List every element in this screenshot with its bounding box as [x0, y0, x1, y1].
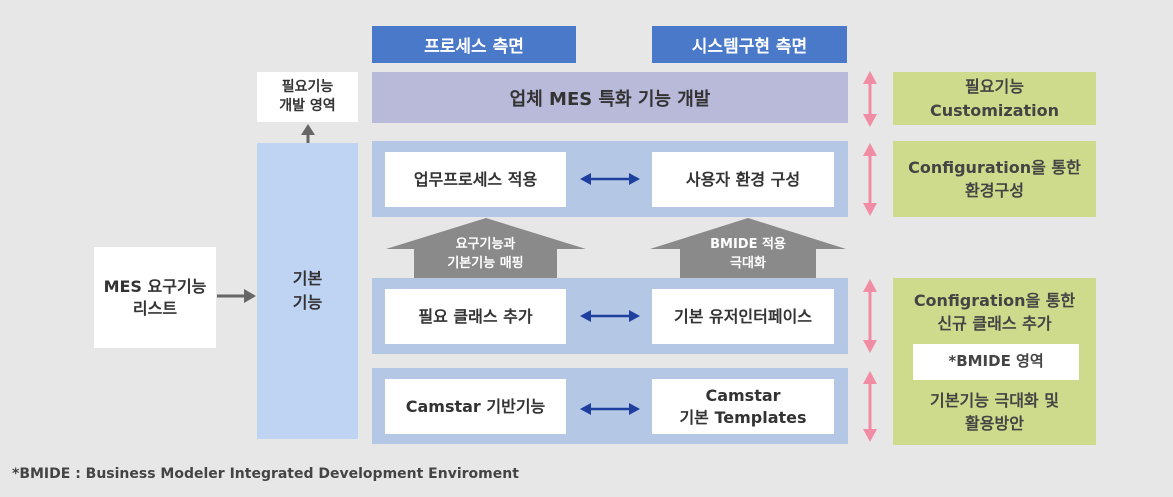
top-band-label: 업체 MES 특화 기능 개발 [509, 88, 711, 110]
pink-vertical-arrow-1 [863, 71, 877, 127]
pink-vertical-arrow-4 [863, 371, 877, 442]
row3-double-arrow-icon [580, 403, 640, 415]
mapping-arrow-label-wrap: 요구기능과 기본기능 매핑 [414, 234, 557, 276]
mapping-up-arrow-shape [386, 218, 586, 278]
right-box-configuration: Configuration을 통한 환경구성 [893, 141, 1096, 217]
right-box-configuration-label: Configuration을 통한 환경구성 [908, 157, 1081, 200]
footnote: *BMIDE : Business Modeler Integrated Dev… [12, 466, 519, 482]
bmide-arrow-label: BMIDE 적용 극대화 [710, 237, 786, 271]
row3-left-box: Camstar 기반기능 [385, 379, 566, 434]
header-process-label: 프로세스 측면 [424, 37, 524, 57]
row3-right-box: Camstar 기본 Templates [652, 379, 834, 434]
row1-double-arrow-icon [580, 173, 640, 185]
row1-right-label: 사용자 환경 구성 [685, 169, 801, 189]
right-box-bmide-title: Configration을 통한 신규 클래스 추가 [913, 290, 1076, 333]
mapping-arrow-label: 요구기능과 기본기능 매핑 [447, 237, 524, 271]
header-system: 시스템구현 측면 [652, 26, 847, 63]
right-box-bmide-title-wrap: Configration을 통한 신규 클래스 추가 [893, 286, 1096, 338]
right-box-customization-label: 필요기능 Customization [929, 77, 1060, 120]
right-box-bmide-footer: 기본기능 극대화 및 활용방안 [930, 390, 1059, 433]
mes-requirement-list-label: MES 요구기능 리스트 [103, 276, 207, 318]
bmide-arrow-label-wrap: BMIDE 적용 극대화 [680, 234, 816, 276]
row2-right-box: 기본 유저인터페이스 [652, 289, 834, 344]
bmide-badge: *BMIDE 영역 [913, 344, 1079, 380]
top-band-custom-dev: 업체 MES 특화 기능 개발 [372, 72, 848, 123]
custom-area-box: 필요기능 개발 영역 [257, 72, 358, 122]
basic-function-label: 기본 기능 [292, 269, 323, 312]
row2-left-label: 필요 클래스 추가 [418, 306, 533, 326]
pink-vertical-arrow-2 [863, 143, 877, 216]
row2-left-box: 필요 클래스 추가 [385, 289, 566, 344]
header-process: 프로세스 측면 [372, 26, 576, 63]
row1-left-box: 업무프로세스 적용 [385, 152, 566, 207]
row3-left-label: Camstar 기반기능 [405, 396, 546, 416]
basic-function-column: 기본 기능 [257, 143, 358, 439]
row2-right-label: 기본 유저인터페이스 [673, 306, 813, 326]
basic-up-arrow-head [301, 124, 315, 135]
row1-left-label: 업무프로세스 적용 [413, 169, 538, 189]
pink-vertical-arrow-3 [863, 279, 877, 353]
custom-area-label: 필요기능 개발 영역 [279, 79, 336, 114]
right-box-bmide: Configration을 통한 신규 클래스 추가 *BMIDE 영역 기본기… [893, 278, 1096, 445]
header-system-label: 시스템구현 측면 [691, 37, 808, 57]
bmide-up-arrow-shape [650, 218, 846, 278]
bmide-badge-label: *BMIDE 영역 [948, 352, 1044, 371]
mes-requirement-list-box: MES 요구기능 리스트 [94, 247, 216, 348]
right-box-customization: 필요기능 Customization [893, 72, 1096, 125]
row3-right-label: Camstar 기본 Templates [679, 385, 807, 427]
row1-right-box: 사용자 환경 구성 [652, 152, 834, 207]
mes-to-basic-arrow-head [244, 289, 256, 303]
row2-double-arrow-icon [580, 310, 640, 322]
right-box-bmide-footer-wrap: 기본기능 극대화 및 활용방안 [893, 386, 1096, 438]
